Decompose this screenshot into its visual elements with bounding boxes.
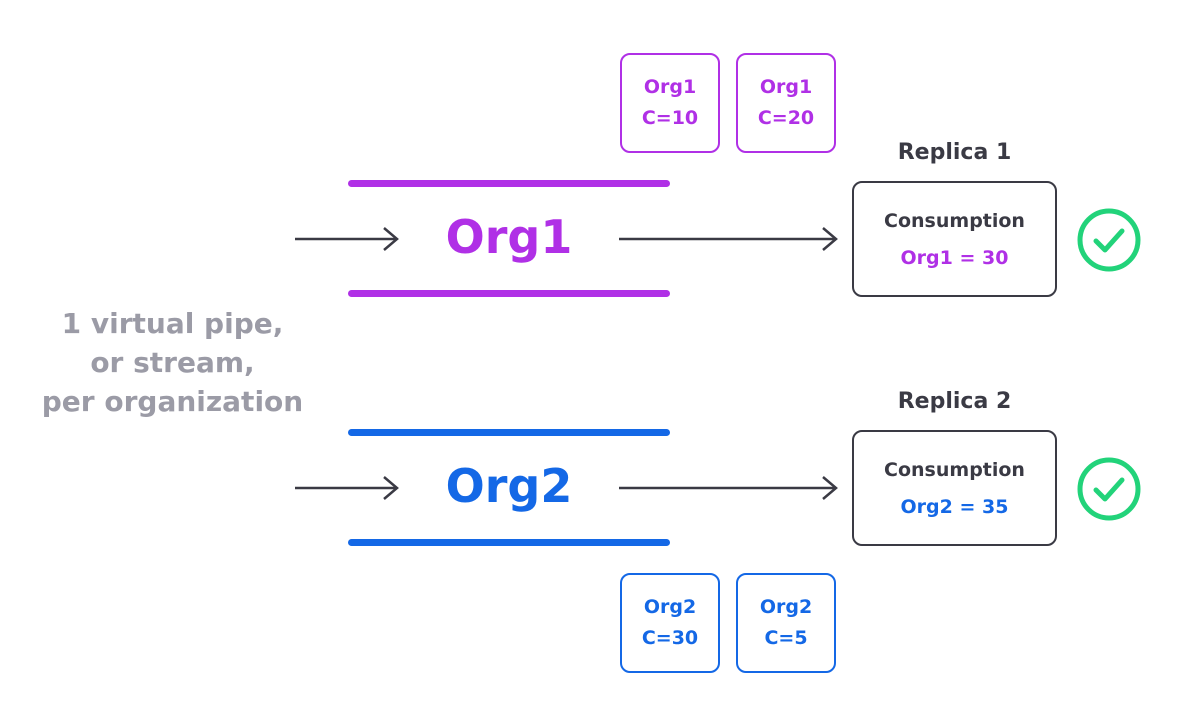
replica-1-title: Replica 1 <box>897 140 1012 165</box>
message-cost: C=5 <box>764 627 808 649</box>
org2-message-box: Org2 C=5 <box>736 573 836 673</box>
org1-input-arrow <box>295 227 399 251</box>
check-circle-icon <box>1077 457 1141 521</box>
org1-pipe-top-line <box>348 180 670 187</box>
org2-message-box: Org2 C=30 <box>620 573 720 673</box>
org1-message-box: Org1 C=20 <box>736 53 836 153</box>
pipe-description-line: or stream, <box>90 346 255 379</box>
org1-message-box: Org1 C=10 <box>620 53 720 153</box>
message-org: Org2 <box>759 596 813 618</box>
org1-pipe-bottom-line <box>348 290 670 297</box>
pipe-description-line: per organization <box>41 385 304 418</box>
replica-2-box: Consumption Org2 = 35 <box>852 430 1057 546</box>
pipe-description: 1 virtual pipe, or stream, per organizat… <box>20 304 325 421</box>
message-cost: C=30 <box>641 627 699 649</box>
org2-pipe-bottom-line <box>348 539 670 546</box>
message-org: Org2 <box>643 596 697 618</box>
org2-input-arrow <box>295 476 399 500</box>
message-cost: C=10 <box>641 107 699 129</box>
message-org: Org1 <box>643 76 697 98</box>
org2-pipe-top-line <box>348 429 670 436</box>
consumption-label: Consumption <box>884 209 1025 232</box>
consumption-label: Consumption <box>884 458 1025 481</box>
replica-1-box: Consumption Org1 = 30 <box>852 181 1057 297</box>
org1-output-arrow <box>619 227 838 251</box>
replica-2-title: Replica 2 <box>897 389 1012 414</box>
message-org: Org1 <box>759 76 813 98</box>
check-circle-icon <box>1077 208 1141 272</box>
org2-pipe-label: Org2 <box>445 459 573 513</box>
consumption-value: Org2 = 35 <box>900 495 1009 518</box>
org2-output-arrow <box>619 476 838 500</box>
message-cost: C=20 <box>757 107 815 129</box>
pipe-description-line: 1 virtual pipe, <box>61 307 284 340</box>
consumption-value: Org1 = 30 <box>900 246 1009 269</box>
org1-pipe-label: Org1 <box>445 210 573 264</box>
